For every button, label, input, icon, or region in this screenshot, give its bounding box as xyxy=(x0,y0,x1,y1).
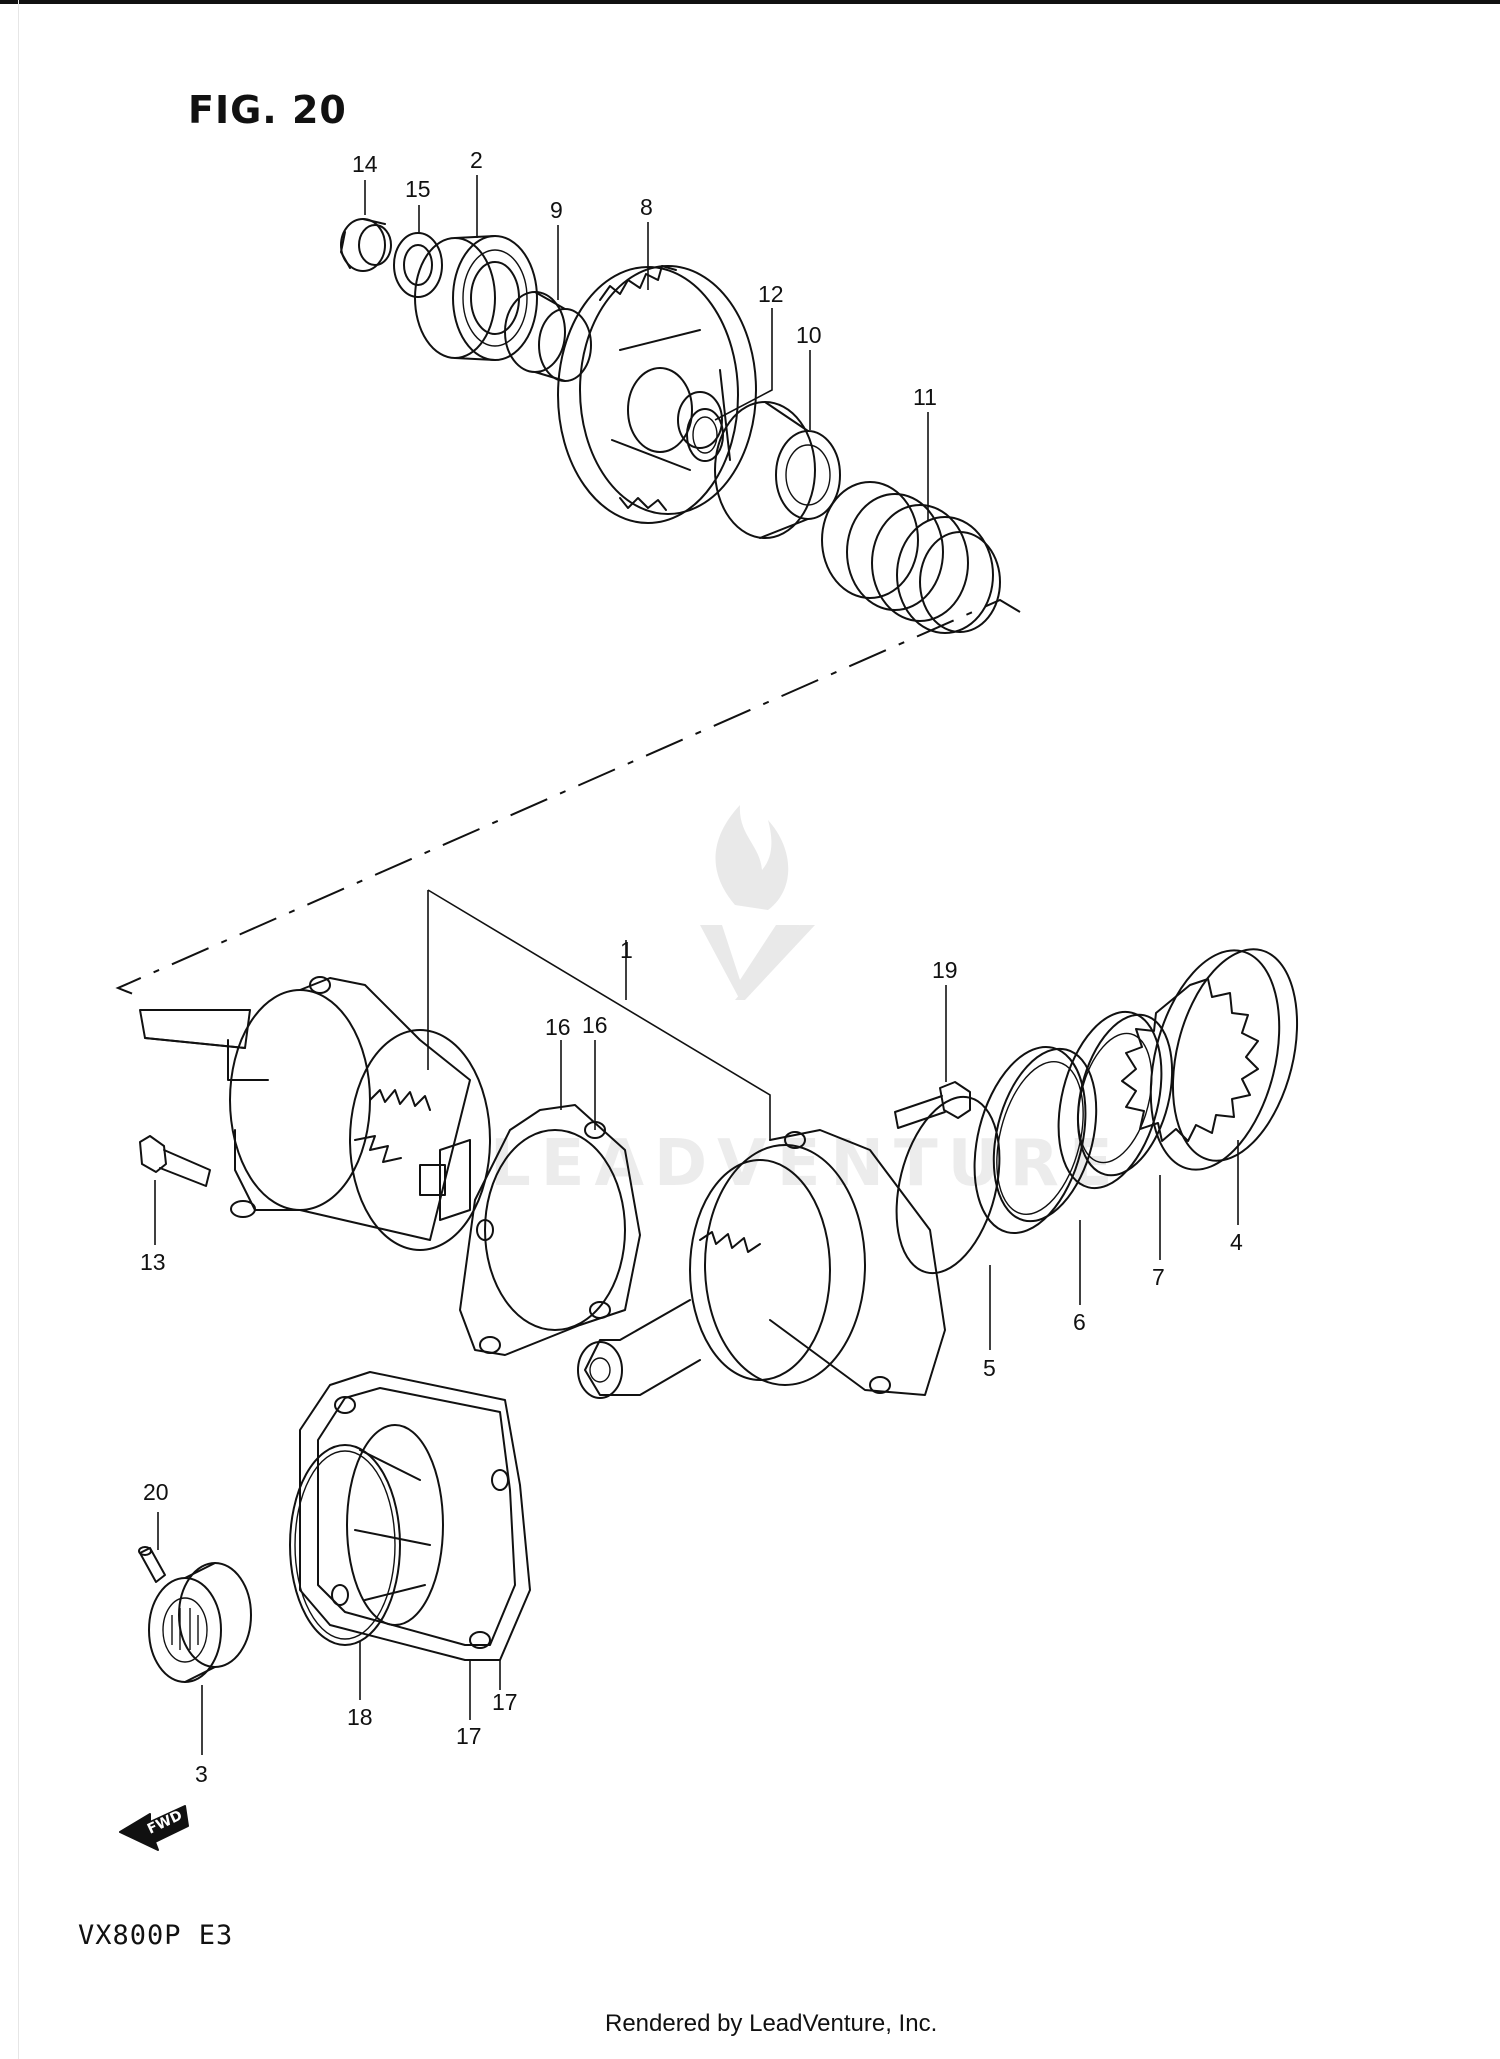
callout-8[interactable]: 8 xyxy=(640,194,653,220)
leader-lines xyxy=(154,175,1239,1755)
callout-7[interactable]: 7 xyxy=(1152,1264,1165,1290)
assembly-centerline xyxy=(115,598,1021,995)
callout-17-b[interactable]: 17 xyxy=(492,1689,518,1715)
part-12-circlip[interactable] xyxy=(686,408,724,462)
model-code: VX800P E3 xyxy=(78,1920,234,1951)
callout-12[interactable]: 12 xyxy=(758,281,784,307)
part-20-pin[interactable] xyxy=(138,1546,166,1583)
part-18-o-ring[interactable] xyxy=(289,1444,401,1646)
callout-5[interactable]: 5 xyxy=(983,1355,996,1381)
watermark-text: LEADVENTURE xyxy=(490,1127,1123,1201)
callout-17-a[interactable]: 17 xyxy=(456,1723,482,1749)
figure-title: FIG. 20 xyxy=(188,88,347,132)
part-17-housing[interactable] xyxy=(299,1371,531,1661)
part-5-o-ring[interactable] xyxy=(880,1086,1017,1284)
part-1-gear-case-left[interactable] xyxy=(139,976,491,1251)
left-border xyxy=(18,0,19,2059)
callout-20[interactable]: 20 xyxy=(143,1479,169,1505)
callout-3[interactable]: 3 xyxy=(195,1761,208,1787)
callout-6[interactable]: 6 xyxy=(1073,1309,1086,1335)
callout-2[interactable]: 2 xyxy=(470,147,483,173)
part-4-lock-nut[interactable] xyxy=(1121,936,1317,1183)
callout-18[interactable]: 18 xyxy=(347,1704,373,1730)
flame-v-logo-icon xyxy=(700,805,815,1000)
part-3-bearing[interactable] xyxy=(148,1562,252,1683)
top-border xyxy=(0,0,1500,4)
part-14-nut[interactable] xyxy=(340,218,392,272)
part-6-seal[interactable] xyxy=(957,1035,1113,1245)
group-1-bracket xyxy=(427,889,771,1140)
callout-13[interactable]: 13 xyxy=(140,1249,166,1275)
callout-1[interactable]: 1 xyxy=(620,937,633,963)
part-11-spring[interactable] xyxy=(821,481,1001,634)
part-19-bolt[interactable] xyxy=(894,1081,971,1129)
fwd-arrow-icon: FWD xyxy=(119,1805,189,1851)
part-7-bearing[interactable] xyxy=(1042,1001,1188,1199)
callout-4[interactable]: 4 xyxy=(1230,1229,1243,1255)
part-13-bolt[interactable] xyxy=(139,1135,211,1187)
part-10-flange[interactable] xyxy=(714,401,841,539)
footer-credit: Rendered by LeadVenture, Inc. xyxy=(605,2010,938,2037)
callout-9[interactable]: 9 xyxy=(550,197,563,223)
part-9-spacer[interactable] xyxy=(504,291,592,382)
callout-19[interactable]: 19 xyxy=(932,957,958,983)
callout-15[interactable]: 15 xyxy=(405,176,431,202)
callout-11[interactable]: 11 xyxy=(913,384,937,410)
watermark-logo: LEADVENTURE xyxy=(490,805,1123,1201)
callout-16-a[interactable]: 16 xyxy=(545,1014,571,1040)
part-8-gear[interactable] xyxy=(557,265,757,524)
part-15-washer[interactable] xyxy=(393,232,443,298)
part-1-gear-case-right[interactable] xyxy=(577,1129,946,1399)
callout-14[interactable]: 14 xyxy=(352,151,378,177)
callout-labels: 14 15 2 9 8 12 10 11 1 19 16 16 13 4 7 6… xyxy=(140,147,1243,1787)
callout-10[interactable]: 10 xyxy=(796,322,822,348)
callout-16-b[interactable]: 16 xyxy=(582,1012,608,1038)
